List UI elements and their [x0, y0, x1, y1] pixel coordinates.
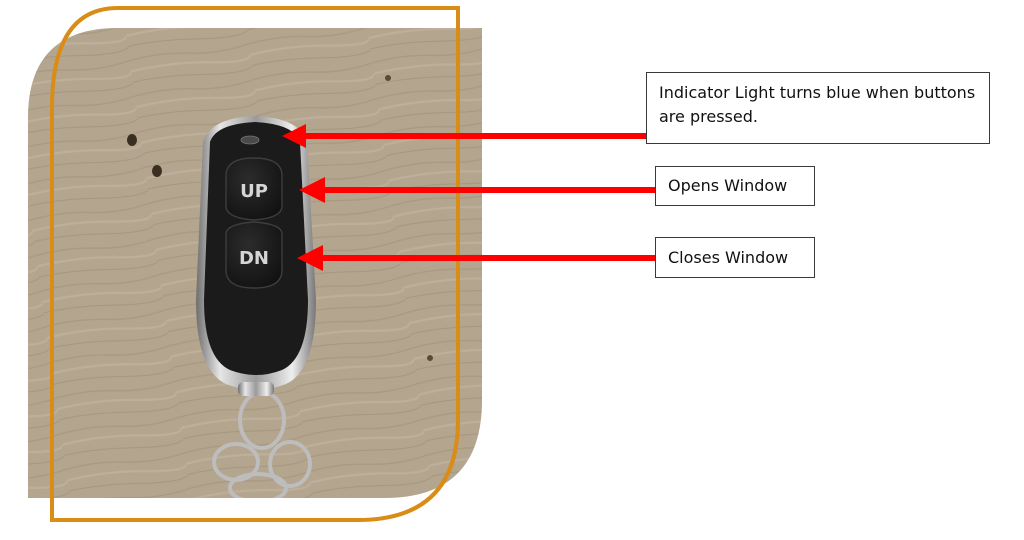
callout-indicator-light: Indicator Light turns blue when buttons …: [646, 72, 990, 144]
wood-hole: [127, 134, 137, 146]
callout-closes-window: Closes Window: [655, 237, 815, 278]
up-button-label: UP: [240, 181, 268, 202]
wood-hole: [385, 75, 391, 81]
fob-photo: UP DN: [28, 28, 482, 498]
down-button-label: DN: [239, 248, 269, 269]
arrow-closes: [297, 245, 665, 271]
up-button: UP: [225, 157, 283, 221]
down-button: DN: [225, 221, 283, 289]
remote-key-fob: UP DN: [196, 116, 316, 396]
arrow-opens: [299, 177, 655, 203]
photo-frame: [50, 6, 460, 522]
arrow-indicator: [282, 124, 646, 148]
indicator-light: [240, 135, 260, 145]
fob-keyring-loop: [238, 382, 274, 396]
callout-opens-window: Opens Window: [655, 166, 815, 206]
wood-hole: [152, 165, 162, 177]
wood-hole: [427, 355, 433, 361]
